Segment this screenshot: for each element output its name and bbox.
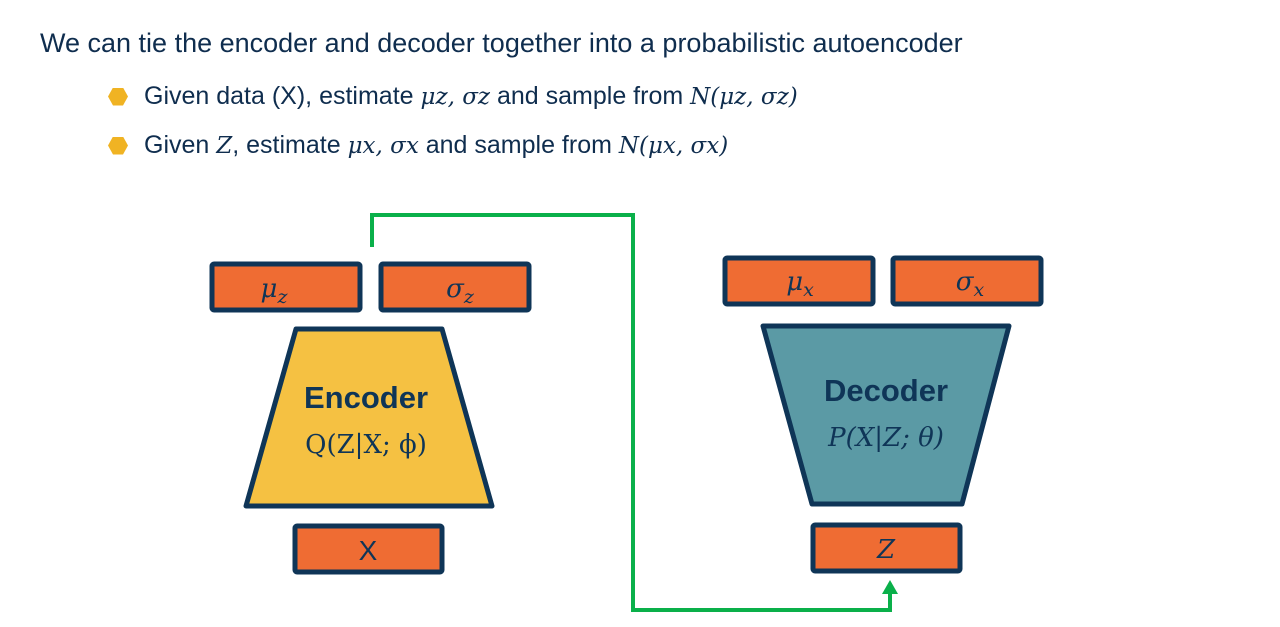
mu-subscript: x	[803, 279, 814, 301]
hexagon-bullet-icon	[108, 87, 128, 106]
bullet-text: , estimate	[232, 131, 348, 159]
svg-text:μx: μx	[786, 267, 814, 301]
sigma-subscript: x	[974, 279, 985, 301]
decoder-trapezoid	[760, 323, 1012, 507]
encoder-formula: Q(Z|X; ϕ)	[305, 430, 427, 460]
z-input-box	[810, 522, 963, 574]
encoder-title: Encoder	[304, 380, 428, 415]
encoder-trapezoid	[243, 326, 495, 509]
slide-title: We can tie the encoder and decoder toget…	[40, 28, 963, 58]
hexagon-bullet-icon	[108, 136, 128, 155]
x-input-box	[292, 523, 445, 575]
sigma-z-box	[378, 261, 532, 313]
bullet-item-1: Given data (X), estimate μz, σz and samp…	[108, 82, 798, 111]
bullet-math: μz, σz	[420, 83, 491, 110]
bullet-math: N(μx, σx)	[618, 132, 729, 159]
bullet-math: μx, σx	[347, 132, 419, 159]
decoder-formula: P(X|Z; θ)	[827, 423, 944, 453]
sigma-subscript: z	[463, 286, 475, 308]
mu-label: μ	[261, 274, 278, 304]
mu-label: μ	[786, 267, 803, 297]
bullet-text: Given data (X), estimate	[144, 82, 421, 110]
arrowhead-icon	[882, 580, 898, 594]
z-input-label: Z	[876, 535, 896, 565]
bullet-text: and sample from	[490, 82, 691, 110]
encoder: μz σz Encoder Q(Z|X; ϕ) X	[209, 261, 532, 575]
mu-z-box	[209, 261, 363, 313]
bullet-item-2: Given Z , estimate μx, σx and sample fro…	[108, 131, 728, 160]
svg-text:σx: σx	[956, 267, 985, 301]
svg-text:σz: σz	[446, 274, 475, 308]
bullet-text: Given	[144, 131, 217, 159]
bullet-text: and sample from	[418, 131, 619, 159]
sigma-label: σ	[956, 267, 975, 297]
svg-text:μz: μz	[261, 274, 289, 308]
sigma-label: σ	[446, 274, 465, 304]
mu-x-box	[722, 255, 876, 307]
decoder-title: Decoder	[824, 373, 948, 408]
sigma-x-box	[890, 255, 1044, 307]
bullet-math: N(μz, σz)	[690, 83, 798, 110]
mu-subscript: z	[276, 286, 288, 308]
decoder: μx σx Decoder P(X|Z; θ) Z	[722, 255, 1044, 574]
sample-connector-arrow	[370, 213, 892, 612]
x-input-label: X	[359, 535, 378, 566]
bullet-math: Z	[216, 132, 233, 159]
